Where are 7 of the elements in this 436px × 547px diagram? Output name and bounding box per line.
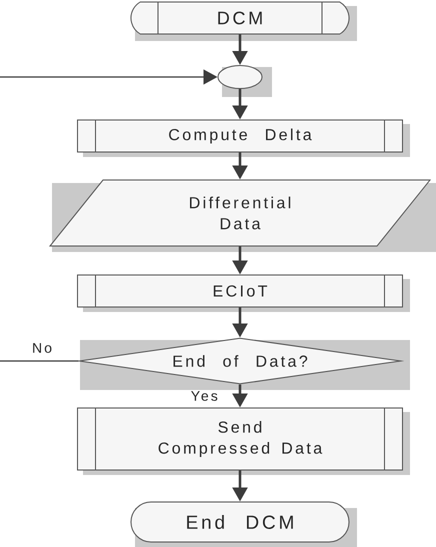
process-box: ECIoT (77, 274, 410, 312)
connector-line (0, 360, 78, 362)
connector-circle (218, 65, 272, 97)
edge-label: No (31, 342, 53, 354)
process-box: Compute Delta (77, 120, 410, 157)
edge-label: Yes (190, 390, 219, 402)
process-box: Send Compressed Data (77, 408, 410, 475)
